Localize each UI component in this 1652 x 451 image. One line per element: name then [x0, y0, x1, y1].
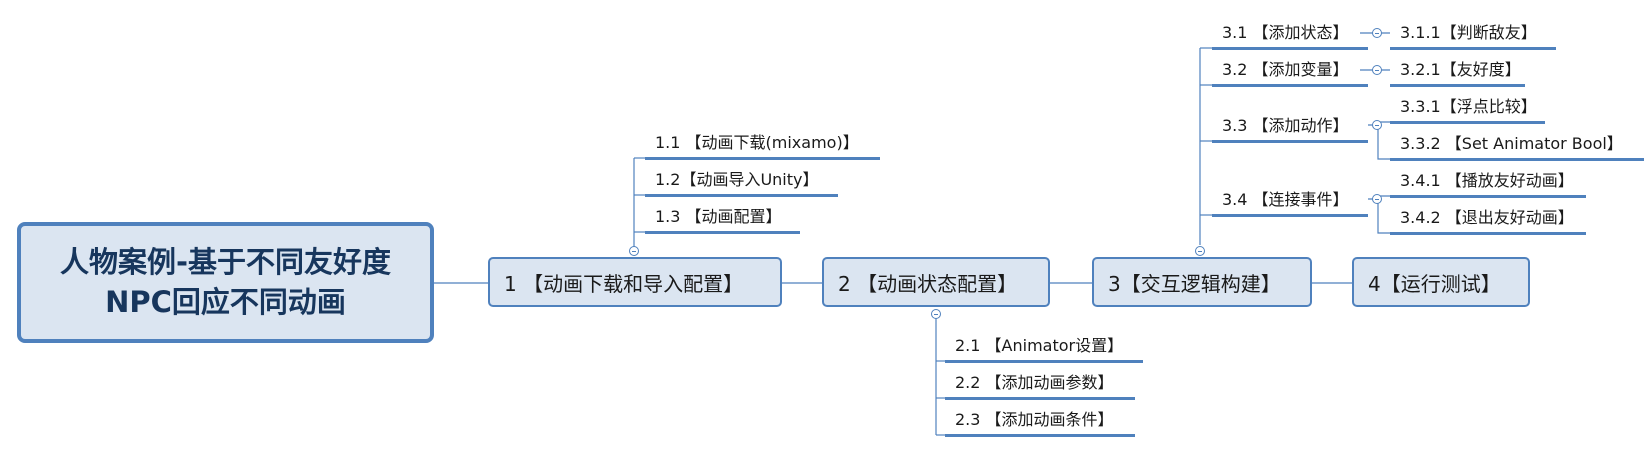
subtopic-3-2[interactable]: 3.2 【添加变量】 [1212, 57, 1368, 87]
subtopic-1-2[interactable]: 1.2【动画导入Unity】 [645, 167, 838, 197]
collapse-toggle-branch-3[interactable] [1195, 246, 1205, 256]
subtopic-1-1-label: 1.1 【动画下载(mixamo)】 [655, 133, 859, 152]
subtopic-3-3-1-label: 3.3.1【浮点比较】 [1400, 97, 1537, 116]
main-topic-1[interactable]: 1 【动画下载和导入配置】 [488, 257, 782, 307]
main-topic-2-label: 2 【动画状态配置】 [838, 271, 1018, 296]
collapse-toggle-3-2[interactable] [1372, 65, 1382, 75]
main-topic-4-label: 4【运行测试】 [1368, 271, 1501, 296]
subtopic-3-2-1-label: 3.2.1【友好度】 [1400, 60, 1521, 79]
subtopic-1-2-label: 1.2【动画导入Unity】 [655, 170, 819, 189]
subtopic-1-1[interactable]: 1.1 【动画下载(mixamo)】 [645, 130, 880, 160]
main-topic-4[interactable]: 4【运行测试】 [1352, 257, 1530, 307]
subtopic-3-3-label: 3.3 【添加动作】 [1222, 116, 1349, 135]
main-topic-3-label: 3【交互逻辑构建】 [1108, 271, 1281, 296]
subtopic-2-2-label: 2.2 【添加动画参数】 [955, 373, 1114, 392]
main-topic-2[interactable]: 2 【动画状态配置】 [822, 257, 1050, 307]
subtopic-2-3[interactable]: 2.3 【添加动画条件】 [945, 407, 1135, 437]
subtopic-1-3-label: 1.3 【动画配置】 [655, 207, 782, 226]
subtopic-3-2-label: 3.2 【添加变量】 [1222, 60, 1349, 79]
root-topic[interactable]: 人物案例-基于不同友好度 NPC回应不同动画 [17, 222, 434, 343]
collapse-toggle-branch-2[interactable] [931, 309, 941, 319]
subtopic-3-3-2-label: 3.3.2 【Set Animator Bool】 [1400, 134, 1623, 153]
subtopic-3-3-1[interactable]: 3.3.1【浮点比较】 [1390, 94, 1545, 124]
subtopic-1-3[interactable]: 1.3 【动画配置】 [645, 204, 800, 234]
root-topic-line1: 人物案例-基于不同友好度 [59, 245, 392, 280]
subtopic-2-2[interactable]: 2.2 【添加动画参数】 [945, 370, 1135, 400]
main-topic-3[interactable]: 3【交互逻辑构建】 [1092, 257, 1312, 307]
collapse-toggle-3-3[interactable] [1372, 120, 1382, 130]
subtopic-2-3-label: 2.3 【添加动画条件】 [955, 410, 1114, 429]
subtopic-3-4-2-label: 3.4.2 【退出友好动画】 [1400, 208, 1574, 227]
collapse-toggle-3-4[interactable] [1372, 194, 1382, 204]
subtopic-3-4-1[interactable]: 3.4.1 【播放友好动画】 [1390, 168, 1586, 198]
subtopic-3-4-1-label: 3.4.1 【播放友好动画】 [1400, 171, 1574, 190]
subtopic-3-4[interactable]: 3.4 【连接事件】 [1212, 187, 1368, 217]
collapse-toggle-branch-1[interactable] [629, 246, 639, 256]
subtopic-2-1-label: 2.1 【Animator设置】 [955, 336, 1124, 355]
collapse-toggle-3-1[interactable] [1372, 28, 1382, 38]
subtopic-3-3[interactable]: 3.3 【添加动作】 [1212, 113, 1368, 143]
subtopic-3-2-1[interactable]: 3.2.1【友好度】 [1390, 57, 1525, 87]
root-topic-line2: NPC回应不同动画 [105, 284, 346, 319]
main-topic-1-label: 1 【动画下载和导入配置】 [504, 271, 744, 296]
subtopic-3-1-1[interactable]: 3.1.1【判断敌友】 [1390, 20, 1556, 50]
subtopic-3-1[interactable]: 3.1 【添加状态】 [1212, 20, 1368, 50]
subtopic-3-3-2[interactable]: 3.3.2 【Set Animator Bool】 [1390, 131, 1644, 161]
subtopic-3-1-1-label: 3.1.1【判断敌友】 [1400, 23, 1537, 42]
subtopic-2-1[interactable]: 2.1 【Animator设置】 [945, 333, 1143, 363]
subtopic-3-1-label: 3.1 【添加状态】 [1222, 23, 1349, 42]
subtopic-3-4-2[interactable]: 3.4.2 【退出友好动画】 [1390, 205, 1586, 235]
subtopic-3-4-label: 3.4 【连接事件】 [1222, 190, 1349, 209]
